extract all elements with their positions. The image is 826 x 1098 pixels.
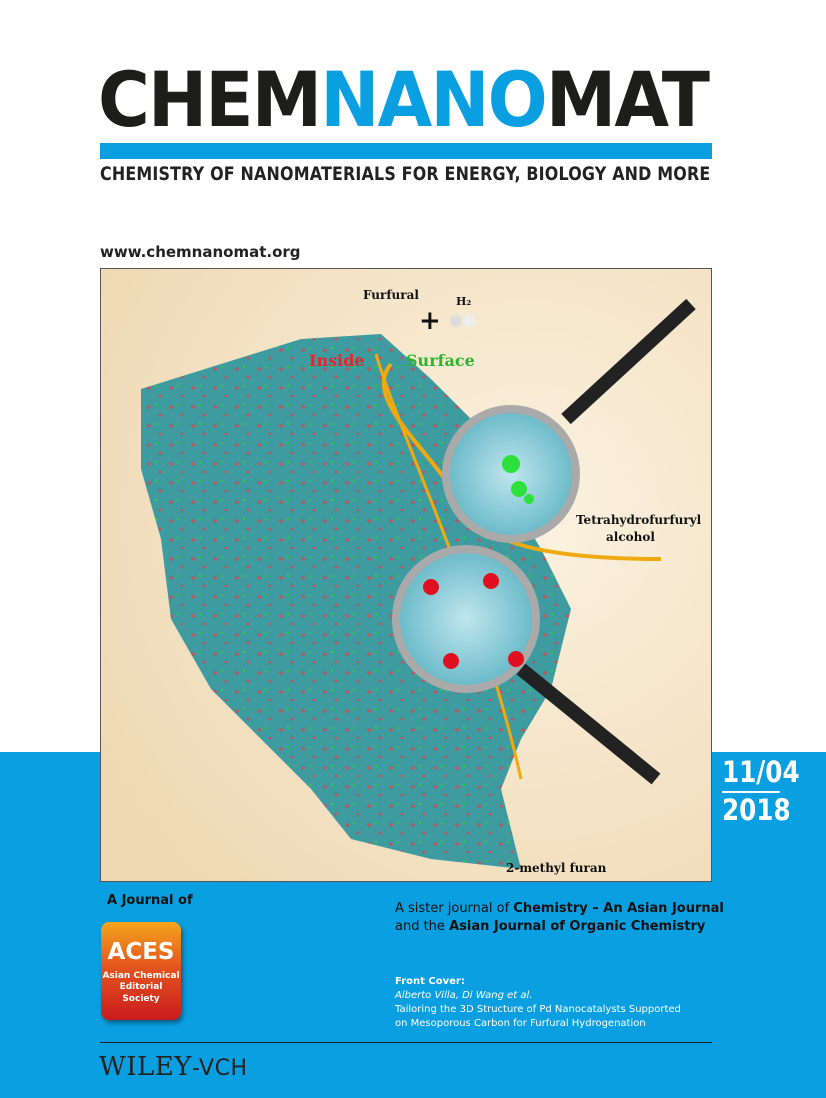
label-product-1a: Tetrahydrofurfuryl xyxy=(576,513,702,527)
journal-logo: CHEMNANOMAT xyxy=(98,62,710,138)
journal-of-label: A Journal of xyxy=(107,893,193,908)
journal-url[interactable]: www.chemnanomat.org xyxy=(100,243,301,261)
sister-journals: A sister journal of Chemistry – An Asian… xyxy=(395,900,724,936)
front-cover-credit: Front Cover: Alberto Villa, Di Wang et a… xyxy=(395,975,681,1031)
cover-illustration: Furfural H₂ + Inside Surface Tetrahydrof… xyxy=(100,268,712,882)
magnifier-lens-2 xyxy=(392,545,540,693)
publisher-suffix: -VCH xyxy=(191,1056,248,1081)
publisher-name: WILEY xyxy=(99,1052,192,1082)
sister-journal-2: Asian Journal of Organic Chemistry xyxy=(449,919,706,934)
logo-underline-bar xyxy=(100,143,712,159)
label-product-1b: alcohol xyxy=(606,530,655,544)
logo-chem: CHEM xyxy=(98,55,322,144)
sister-prefix: A sister journal of xyxy=(395,901,514,916)
aces-abbr: ACES xyxy=(107,939,175,965)
issue-divider xyxy=(722,790,780,793)
front-cover-heading: Front Cover: xyxy=(395,976,465,987)
label-inside: Inside xyxy=(309,351,365,370)
label-product-2: 2-methyl furan xyxy=(506,861,607,875)
label-surface: Surface xyxy=(406,351,475,370)
aces-line2: Editorial Society xyxy=(119,982,163,1004)
front-cover-title-2: on Mesoporous Carbon for Furfural Hydrog… xyxy=(395,1018,646,1029)
front-cover-authors: Alberto Villa, Di Wang et al. xyxy=(395,990,533,1001)
issue-year: 2018 xyxy=(722,792,791,827)
label-h2: H₂ xyxy=(456,295,471,308)
aces-line1: Asian Chemical xyxy=(102,971,180,981)
sister-journal-1: Chemistry – An Asian Journal xyxy=(513,901,724,916)
issue-info: 11/04 2018 xyxy=(722,755,800,827)
tagline: CHEMISTRY OF NANOMATERIALS FOR ENERGY, B… xyxy=(100,164,711,185)
issue-number: 11/04 xyxy=(722,755,800,789)
logo-mat: MAT xyxy=(545,55,710,144)
magnifier-handle-2 xyxy=(516,663,661,785)
sister-mid: and the xyxy=(395,919,450,934)
logo-nano: NANO xyxy=(320,55,548,144)
magnifier-lens-1 xyxy=(442,405,580,543)
publisher-logo: WILEY-VCH xyxy=(99,1052,248,1082)
footer-divider xyxy=(100,1042,712,1043)
magnifier-handle-1 xyxy=(561,298,696,425)
front-cover-title-1: Tailoring the 3D Structure of Pd Nanocat… xyxy=(395,1004,681,1015)
label-furfural: Furfural xyxy=(363,288,419,302)
plus-sign: + xyxy=(419,306,441,336)
